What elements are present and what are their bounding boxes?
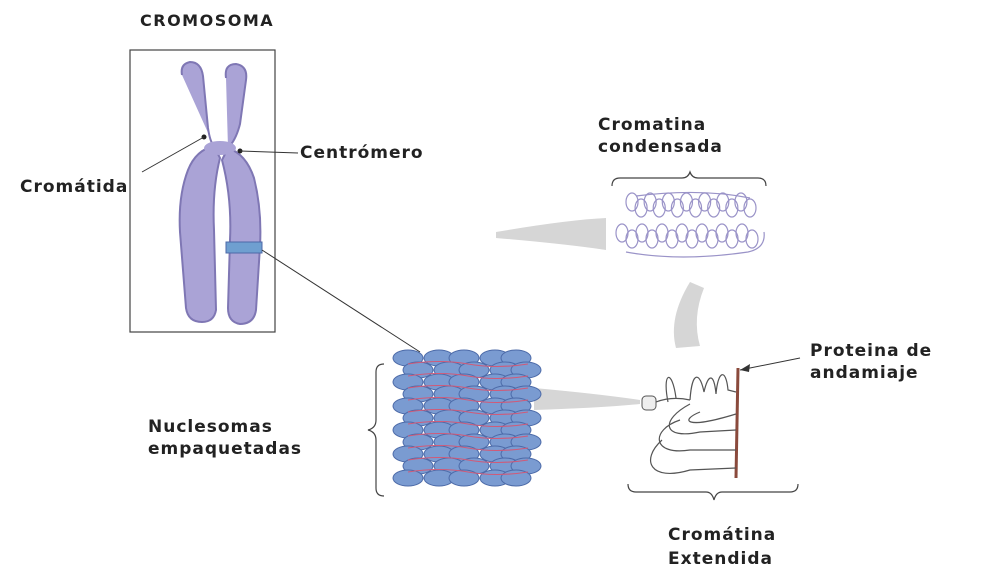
chromatin-coil xyxy=(625,192,639,212)
linker-dna xyxy=(407,384,529,392)
scaffold-pointer-head xyxy=(740,364,750,372)
centromere-constriction xyxy=(204,141,236,155)
condensed-chromatin-label-1: Cromatina xyxy=(598,115,707,135)
scaffold-pointer xyxy=(739,357,801,371)
chromosome-frame xyxy=(129,49,276,333)
linker-dna xyxy=(407,432,529,440)
scaffold-protein-label-2: andamiaje xyxy=(810,363,919,383)
extended-chromatin-label-1: Cromátina xyxy=(668,525,777,545)
chromatin-coil xyxy=(652,198,666,218)
chromosome-band xyxy=(225,241,263,254)
title-label: CROMOSOMA xyxy=(140,11,275,30)
scaffold-protein-label-1: Proteina de xyxy=(810,341,933,361)
chromatin-loops xyxy=(650,374,737,475)
chromosome-left-arm xyxy=(178,60,222,324)
centromere-pointer xyxy=(239,150,299,154)
linker-dna xyxy=(407,420,529,428)
chromosome xyxy=(178,60,263,326)
chromatin-coil xyxy=(745,229,759,249)
extended-chromatin xyxy=(641,357,801,479)
chromatin-coil xyxy=(688,198,703,218)
fiber-end xyxy=(641,395,657,411)
chromatid-pointer xyxy=(141,136,205,173)
linker-dna xyxy=(407,360,529,368)
linker-dna xyxy=(407,408,529,416)
linker-dna xyxy=(407,456,529,464)
nucleosome-brace xyxy=(367,363,385,497)
condensed-chromatin-label-2: condensada xyxy=(598,137,723,157)
chromatin-fiber xyxy=(625,191,765,258)
nucleosome-label-2: empaquetadas xyxy=(148,439,303,459)
arrow-extended-to-nucleosomes xyxy=(534,388,640,410)
centromere-label: Centrómero xyxy=(300,143,424,163)
nucleosome-block xyxy=(392,349,542,487)
linker-dna xyxy=(407,372,529,380)
linker-dna xyxy=(407,396,529,404)
chromatin-coil xyxy=(670,198,684,218)
chromatin-coil xyxy=(743,198,757,218)
extended-chromatin-label-2: Extendida xyxy=(668,549,773,569)
nucleosome-disc xyxy=(448,469,480,487)
chromatin-coil xyxy=(734,192,748,212)
chromatin-coil xyxy=(634,198,648,218)
band-to-nucleosome-line xyxy=(261,249,421,353)
linker-dna xyxy=(407,468,529,476)
arrow-extended-to-condensed xyxy=(673,282,704,348)
chromatin-coil xyxy=(643,192,657,212)
condensed-brace xyxy=(611,170,767,187)
nucleosome-disc xyxy=(392,469,424,487)
scaffold-protein xyxy=(734,367,740,479)
chromatin-coil xyxy=(707,198,721,218)
chromatin-coil xyxy=(725,198,739,218)
linker-dna xyxy=(407,444,529,452)
extended-brace xyxy=(627,483,799,501)
chromatin-coil xyxy=(716,192,730,212)
nucleosome-label-1: Nuclesomas xyxy=(148,417,273,437)
chromosome-right-arm xyxy=(220,62,262,326)
arrow-condensed-to-chromosome xyxy=(496,218,606,250)
chromatid-label: Cromátida xyxy=(20,177,129,197)
condensed-chromatin xyxy=(615,191,765,258)
